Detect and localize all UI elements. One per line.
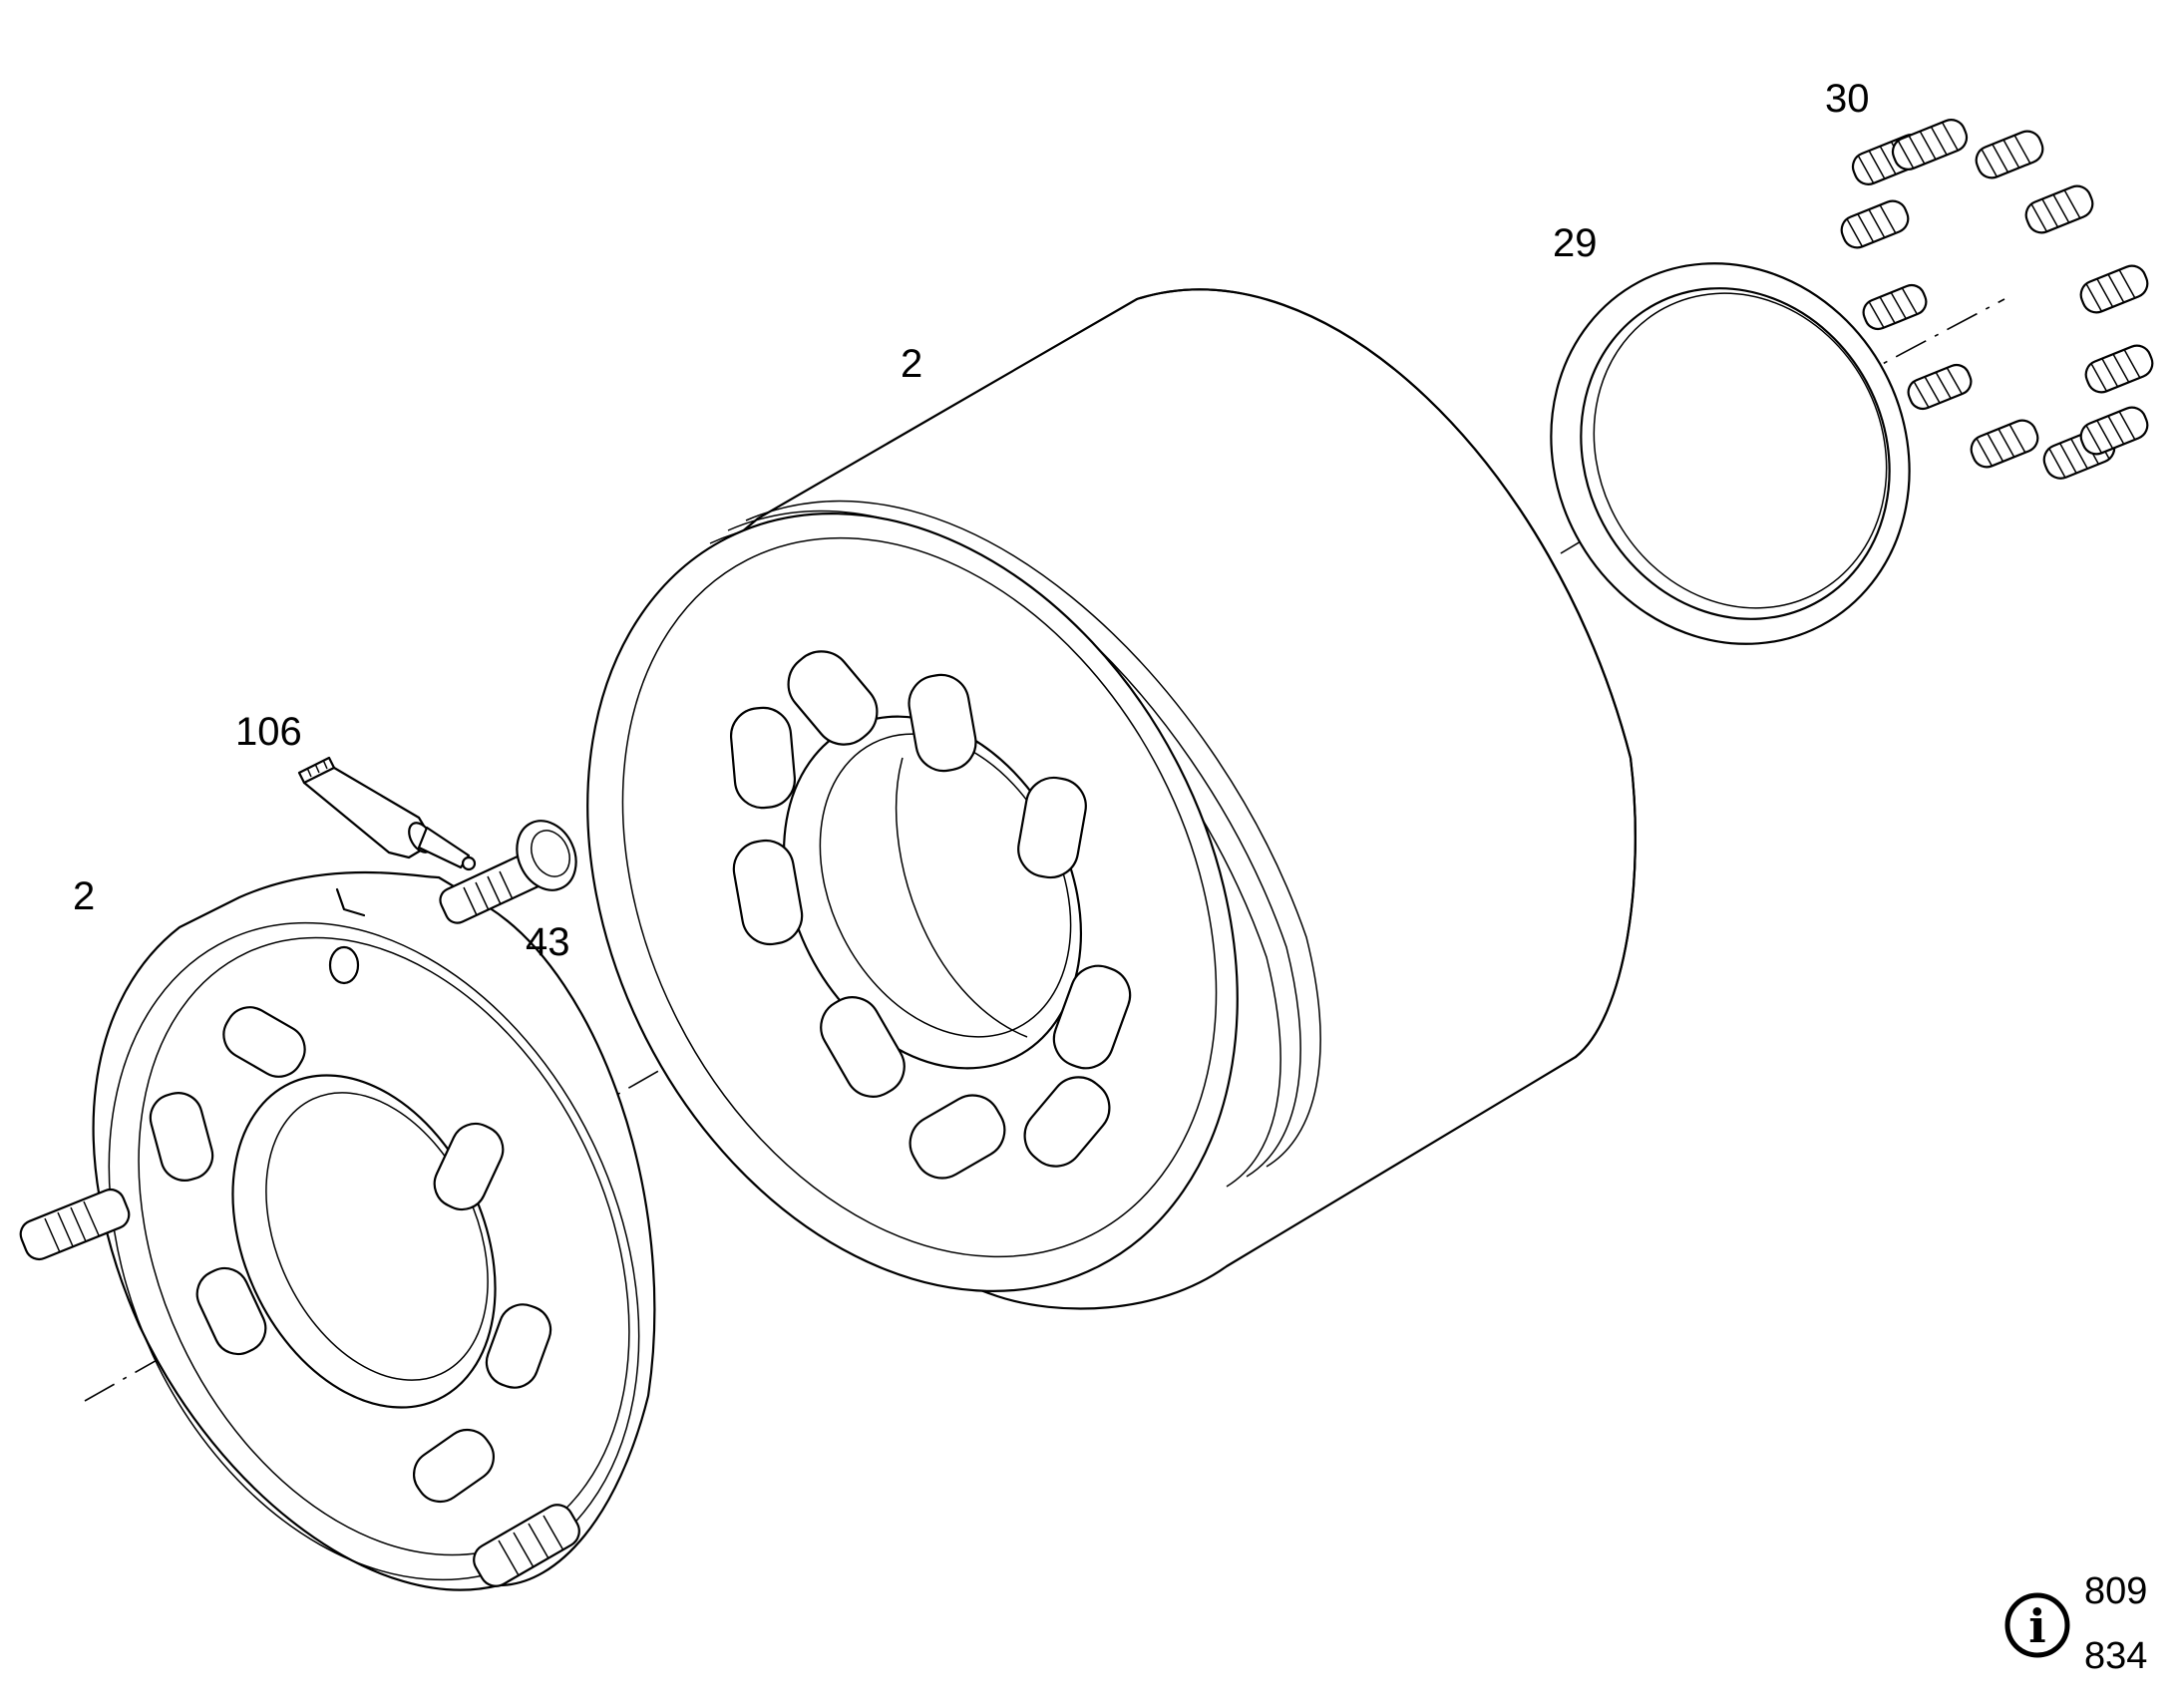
info-ref-1: 809: [2084, 1570, 2147, 1612]
valve-plate: [92, 870, 656, 1591]
sealant-tube: [297, 756, 477, 871]
callout-thrust-washer: 29: [1553, 221, 1598, 265]
cylinder-block: [586, 288, 1636, 1310]
screw: [439, 820, 577, 924]
cylinder-ports: [729, 650, 1132, 1180]
svg-text:i: i: [2028, 1599, 2045, 1653]
stud-bottom: [473, 1504, 580, 1587]
callout-cylinder-block: 2: [901, 342, 922, 386]
thrust-washer: [1550, 262, 1911, 645]
info-ref-2: 834: [2084, 1635, 2147, 1677]
callout-screw: 43: [526, 920, 570, 964]
info-reference: i 809 834: [2004, 1570, 2147, 1677]
info-circle-icon: i: [2004, 1592, 2070, 1658]
valve-plate-ports: [149, 1006, 552, 1504]
springs: [1840, 119, 2154, 480]
callout-spring: 30: [1825, 77, 1870, 121]
stud-left: [19, 1188, 131, 1261]
callout-sealing-compound: 106: [235, 710, 302, 754]
callout-valve-plate: 2: [73, 874, 95, 918]
